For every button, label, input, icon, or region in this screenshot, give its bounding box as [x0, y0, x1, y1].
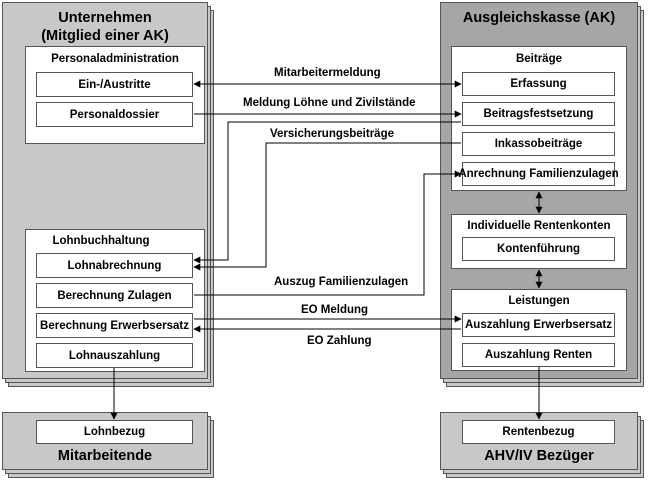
- box-personaldossier[interactable]: Personaldossier: [36, 102, 193, 127]
- box-anrechnung-familienzulagen[interactable]: Anrechnung Familienzulagen: [458, 162, 619, 186]
- contributions-title: Beiträge: [515, 53, 563, 65]
- box-auszahlung-erwerbsersatz[interactable]: Auszahlung Erwerbsersatz: [462, 313, 615, 337]
- box-erfassung[interactable]: Erfassung: [462, 72, 615, 96]
- label-auszug-familienzulagen: Auszug Familienzulagen: [274, 276, 409, 288]
- benefits-title: Leistungen: [508, 295, 570, 307]
- flow-versicherungsbeitraege-line: [193, 142, 461, 271]
- accounts-title: Individuelle Rentenkonten: [467, 220, 611, 232]
- fund-title: Ausgleichskasse (AK): [462, 10, 616, 26]
- company-title: Unternehmen (Mitglied einer AK): [3, 9, 207, 45]
- box-auszahlung-renten[interactable]: Auszahlung Renten: [462, 343, 615, 367]
- box-beitragsfestsetzung[interactable]: Beitragsfestsetzung: [462, 102, 615, 126]
- label-eo-zahlung: EO Zahlung: [307, 335, 372, 347]
- label-eo-meldung: EO Meldung: [301, 304, 369, 316]
- box-lohnbezug[interactable]: Lohnbezug: [36, 420, 193, 444]
- box-berechnung-zulagen[interactable]: Berechnung Zulagen: [36, 283, 193, 308]
- personal-admin-title: Personaladministration: [51, 53, 179, 65]
- company-title-line2: (Mitglied einer AK): [41, 28, 169, 44]
- payroll-title: Lohnbuchhaltung: [52, 235, 150, 247]
- pensioners-title: AHV/IV Bezüger: [484, 448, 594, 464]
- box-kontenfuehrung[interactable]: Kontenführung: [462, 237, 615, 261]
- box-lohnabrechnung[interactable]: Lohnabrechnung: [36, 253, 193, 278]
- flow-beitragsfestsetzung-line: [193, 121, 461, 264]
- label-versicherungsbeitraege: Versicherungsbeiträge: [270, 128, 394, 140]
- box-ein-austritte[interactable]: Ein-/Austritte: [36, 72, 193, 97]
- label-meldung-loehne: Meldung Löhne und Zivilstände: [243, 97, 416, 109]
- employees-title: Mitarbeitende: [57, 448, 153, 464]
- box-berechnung-erwerbsersatz[interactable]: Berechnung Erwerbsersatz: [36, 313, 193, 338]
- box-rentenbezug[interactable]: Rentenbezug: [462, 420, 615, 444]
- company-title-line1: Unternehmen: [58, 10, 152, 26]
- box-lohnauszahlung[interactable]: Lohnauszahlung: [36, 343, 193, 368]
- box-inkassobeitraege[interactable]: Inkassobeiträge: [462, 132, 615, 156]
- flow-familienzulagen-line: [194, 170, 462, 296]
- label-mitarbeitermeldung: Mitarbeitermeldung: [274, 67, 381, 79]
